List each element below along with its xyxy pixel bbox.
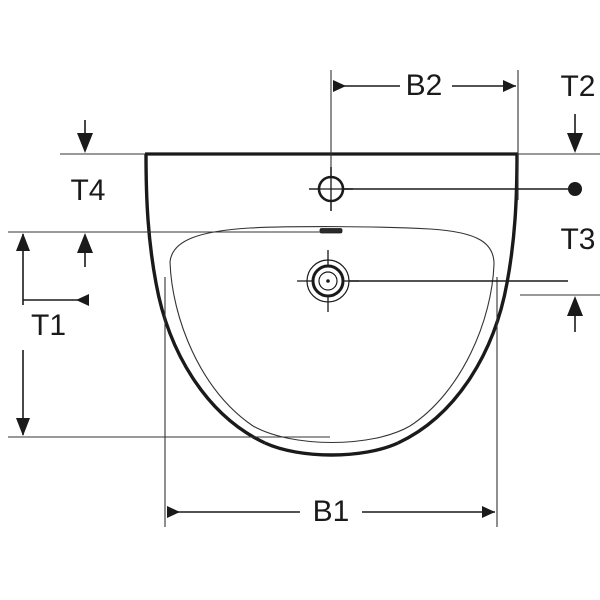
t2-end-dot: [568, 182, 582, 196]
tap-hole: [309, 167, 568, 211]
t1-arrowhead-bottom: [16, 418, 30, 436]
dimension-t3: T3: [560, 223, 596, 332]
t4-lower-arrowhead: [77, 233, 93, 253]
inner-bowl-left: [169, 261, 254, 427]
b2-label: B2: [406, 69, 443, 102]
inner-bowl-rim: [169, 226, 495, 265]
inner-bowl-bottom: [252, 425, 411, 443]
b1-label: B1: [313, 495, 350, 528]
dimension-b1: B1: [167, 495, 495, 528]
t3-label: T3: [560, 223, 595, 256]
basin-right-wall: [397, 153, 519, 445]
drain-outer-ring: [306, 259, 350, 303]
extension-lines: [8, 70, 600, 527]
drain-hole: [297, 250, 568, 312]
inner-bowl-outline: [169, 226, 495, 443]
t4-label: T4: [70, 174, 105, 207]
dimension-t1: T1: [16, 233, 89, 436]
t3-arrowhead: [567, 296, 583, 316]
t4-arrowhead: [77, 133, 93, 153]
t1-arrowhead-top: [16, 233, 30, 251]
drain-center-dot: [326, 279, 330, 283]
dimension-t4: T4: [70, 120, 106, 267]
basin-left-wall: [144, 153, 266, 445]
inner-bowl-right: [409, 263, 495, 427]
dimension-t2: T2: [560, 70, 596, 196]
t2-arrowhead: [567, 133, 583, 153]
t1-label: T1: [31, 309, 66, 342]
dimension-b2: B2: [333, 69, 516, 102]
t2-label: T2: [560, 70, 595, 103]
basin-bottom-curve: [264, 441, 399, 457]
